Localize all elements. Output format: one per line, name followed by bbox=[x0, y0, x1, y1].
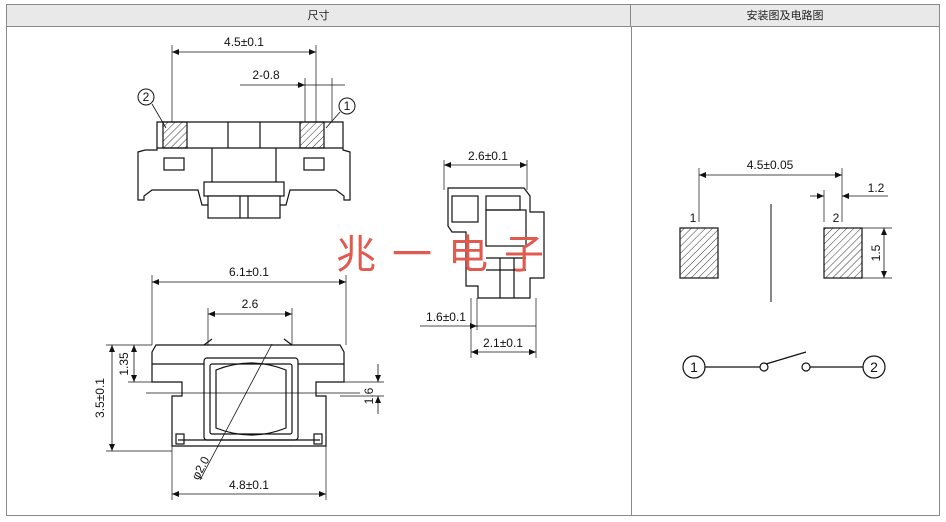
circuit-node-2: 2 bbox=[870, 359, 878, 375]
watermark: 兆一电子 bbox=[336, 232, 560, 278]
dim-install-pitch: 4.5±0.05 bbox=[747, 158, 794, 172]
pad-label-1: 1 bbox=[690, 211, 697, 225]
dim-side-top: 2.6±0.1 bbox=[468, 149, 508, 163]
dim-bottom-tab: 1.35 bbox=[117, 352, 131, 376]
circuit-node-1: 1 bbox=[690, 359, 698, 375]
bottom-view bbox=[106, 275, 384, 500]
header-installation: 安装图及电路图 bbox=[631, 5, 939, 27]
header-dimensions: 尺寸 bbox=[7, 5, 631, 27]
column-divider bbox=[631, 27, 632, 515]
dim-pad-height: 1.5 bbox=[869, 244, 883, 261]
dim-bottom-diameter: φ2.0 bbox=[189, 454, 213, 482]
dim-bottom-lead: 1.6 bbox=[362, 387, 376, 404]
pad-label-2: 2 bbox=[833, 211, 840, 225]
marker-pin-1: 1 bbox=[344, 99, 351, 113]
marker-pin-2: 2 bbox=[143, 90, 150, 104]
dim-pad-width: 1.2 bbox=[868, 181, 885, 195]
dim-front-top-width: 4.5±0.1 bbox=[224, 35, 264, 49]
dim-side-offset: 1.6±0.1 bbox=[426, 310, 466, 324]
dim-side-depth: 2.1±0.1 bbox=[483, 336, 523, 350]
front-view bbox=[137, 45, 356, 219]
dim-front-pitch: 2-0.8 bbox=[252, 68, 280, 82]
side-view bbox=[420, 160, 545, 358]
circuit-diagram bbox=[682, 351, 886, 379]
drawing-sheet: 尺寸 安装图及电路图 bbox=[6, 4, 940, 516]
dim-bottom-base: 4.8±0.1 bbox=[229, 478, 269, 492]
installation-pads bbox=[679, 168, 892, 302]
dim-bottom-height: 3.5±0.1 bbox=[93, 378, 107, 418]
dim-bottom-width: 6.1±0.1 bbox=[229, 265, 269, 279]
dim-bottom-window: 2.6 bbox=[242, 297, 259, 311]
